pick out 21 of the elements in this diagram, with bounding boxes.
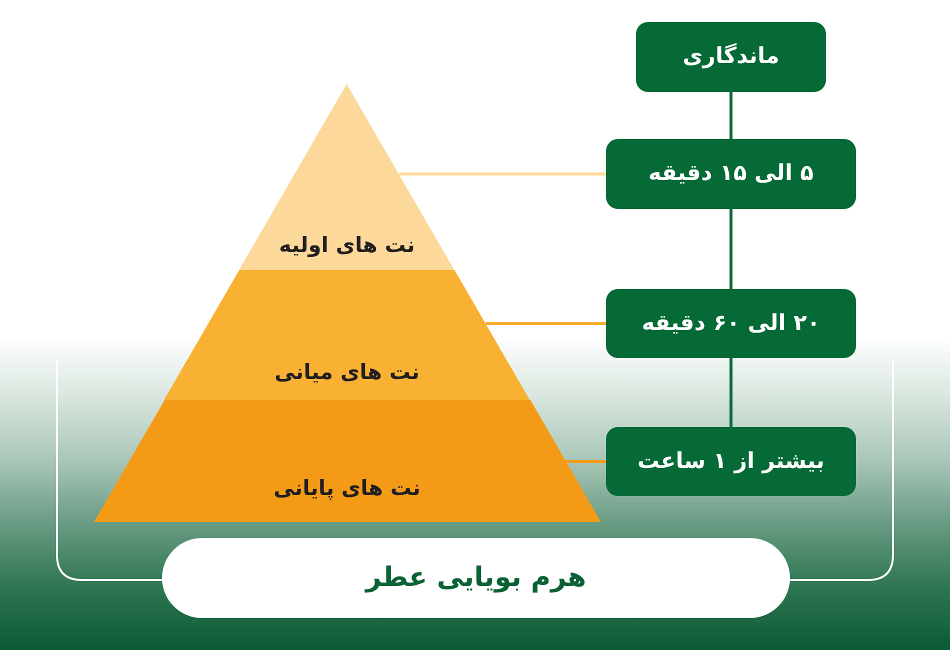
box-label: بیشتر از ۱ ساعت	[637, 448, 825, 476]
pyramid-tier	[164, 270, 530, 400]
tier-label: نت های پایانی	[273, 474, 421, 502]
tier-label: نت های میانی	[274, 358, 420, 386]
pyramid-tier	[239, 84, 455, 270]
tier-label: نت های اولیه	[279, 232, 415, 258]
duration-box	[606, 139, 856, 209]
duration-box	[606, 427, 856, 496]
connector-line	[730, 358, 732, 427]
box-label: ۵ الی ۱۵ دقیقه	[648, 160, 814, 188]
pill-label: هرم بویایی عطر	[366, 561, 586, 595]
duration-box	[606, 289, 856, 358]
pyramid-tier	[94, 400, 600, 522]
connector-line	[486, 322, 606, 325]
box-label: ماندگاری	[682, 43, 780, 71]
connector-line	[566, 460, 606, 463]
connector-line	[730, 92, 732, 139]
box-label: ۲۰ الی ۶۰ دقیقه	[642, 310, 820, 338]
connector-line	[399, 172, 606, 176]
connector-line	[730, 209, 732, 289]
duration-box	[636, 22, 826, 92]
